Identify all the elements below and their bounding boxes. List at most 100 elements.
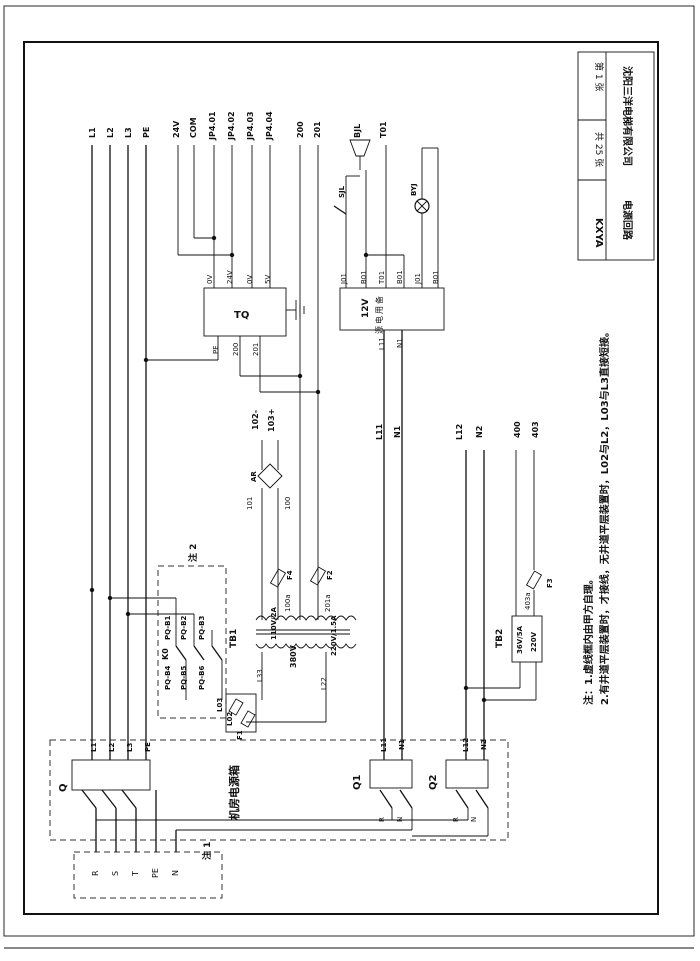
- em-top-b01c: B01: [432, 270, 440, 284]
- note-mark-1: 注 1: [201, 842, 213, 860]
- emergency-char-4: 源: [375, 326, 384, 334]
- fuse-f2: F2: [326, 570, 334, 580]
- src-t: T: [131, 871, 140, 877]
- title-block: KXYA 共 25 张 第 1 张 电源回路 沈阳三洋电梯有限公司: [577, 51, 655, 261]
- term-com: COM: [189, 117, 198, 138]
- emergency-power-box: 12V 备 用 电 源 J01 B01 T01 B01 J01 B01 L11 …: [339, 270, 445, 350]
- term-t01: T01: [379, 121, 388, 138]
- tb2-label: TB2: [495, 629, 505, 648]
- cabinet-label: 机房电源箱: [227, 765, 241, 820]
- tq-top-0v-a: 0V: [206, 275, 214, 284]
- term-n1: N1: [393, 425, 402, 438]
- relay-k0: K0: [161, 648, 170, 660]
- relay-b5: PQ-B5: [180, 666, 188, 690]
- em-top-j01b: J01: [414, 273, 422, 285]
- q1-label: Q1: [352, 774, 363, 790]
- term-l2: L2: [106, 127, 115, 138]
- tb1-label: TB1: [229, 629, 239, 648]
- outer-border: [3, 5, 695, 937]
- title-drawing-name: 电源回路: [621, 200, 634, 241]
- term-400: 400: [513, 421, 522, 438]
- src-n: N: [171, 870, 180, 876]
- title-company: 沈阳三洋电梯有限公司: [621, 66, 634, 166]
- box-n2: N2: [480, 739, 488, 750]
- tq-top-5v: 5V: [264, 275, 272, 284]
- q2-r: R: [452, 817, 460, 822]
- term-n2: N2: [475, 426, 484, 438]
- fuse-f4: F4: [286, 570, 294, 580]
- fuse-f3: F3: [546, 578, 554, 588]
- relay-b1: PQ-B1: [164, 616, 172, 640]
- top-terminals: L1 L2 L3 PE 24V COM JP4.01 JP4.02 JP4.03…: [88, 111, 388, 141]
- relay-b6: PQ-B6: [198, 666, 206, 690]
- emergency-char-3: 电: [374, 316, 384, 324]
- junction-dots: [89, 235, 487, 703]
- emergency-char-2: 用: [375, 306, 384, 314]
- term-102: 102-: [251, 410, 260, 430]
- transformer-tb2: TB2 36V/5A 220V 403a F3: [466, 450, 554, 701]
- fuse-f1: F1: [236, 730, 244, 740]
- fuse-f1-group: F1 L02 L03: [216, 693, 257, 740]
- tq-module: TQ 0V 24V 0V 5V PE 200 201: [203, 270, 305, 356]
- label-l03: L03: [216, 698, 224, 712]
- tb1-term-l22: L22: [320, 677, 328, 690]
- em-top-b01a: B01: [360, 270, 368, 284]
- tq-top-24v: 24V: [226, 270, 234, 284]
- q1-n: N: [396, 817, 404, 822]
- tq-label: TQ: [234, 310, 249, 321]
- tb2-term-403a: 403a: [524, 592, 532, 610]
- byj-label: BYJ: [410, 183, 418, 196]
- tb1-primary: 380V: [289, 644, 298, 668]
- relay-area: 注 2 K0 PQ-B1 PQ-B2 PQ-B3 PQ-B4 PQ-B5 PQ-…: [110, 544, 227, 719]
- alarm-circuit: SJL BYJ: [333, 139, 439, 288]
- term-l1: L1: [88, 127, 97, 138]
- term-403: 403: [531, 421, 540, 438]
- relay-b2: PQ-B2: [180, 616, 188, 640]
- box-l2: L2: [108, 743, 116, 752]
- tq-bot-200: 200: [232, 343, 240, 356]
- tb2-primary: 220V: [530, 631, 538, 652]
- relay-b3: PQ-B3: [198, 616, 206, 640]
- box-n1: N1: [398, 739, 406, 750]
- tq-bot-201: 201: [252, 343, 260, 356]
- main-breaker-q: Q: [58, 759, 151, 809]
- sjl-label: SJL: [338, 185, 346, 198]
- inner-frame: [23, 41, 659, 915]
- breaker-q2: Q2: [428, 759, 489, 809]
- title-code: KXYA: [593, 218, 604, 248]
- src-pe: PE: [151, 868, 160, 878]
- tq-bot-pe: PE: [212, 345, 220, 354]
- term-jp4-01: JP4.01: [208, 111, 217, 141]
- ar-term-101: 101: [246, 497, 254, 510]
- rectifier-ar: AR 101 100: [246, 440, 292, 608]
- em-bot-n1: N1: [396, 338, 404, 348]
- src-r: R: [91, 870, 100, 876]
- relay-b4: PQ-B4: [164, 666, 172, 690]
- machine-room-box: [49, 739, 509, 841]
- term-jp4-04: JP4.04: [265, 111, 274, 141]
- q-label: Q: [58, 783, 69, 792]
- tb1-sec1: 110V/2A: [270, 607, 278, 640]
- tq-wiring: [146, 145, 319, 590]
- tb1-term-100a: 100a: [284, 594, 292, 612]
- note-line-2: 2.有井道平层装置时，才接线，无井道平层装置时，L02与L2，L03与L3直接短…: [598, 327, 611, 705]
- term-jp4-02: JP4.02: [227, 111, 236, 141]
- breaker-q1: Q1: [352, 759, 413, 809]
- tb1-term-201a: 201a: [324, 594, 332, 612]
- emergency-char-1: 备: [374, 296, 384, 304]
- title-sheet: 第 1 张: [593, 62, 605, 91]
- tb1-term-l33: L33: [256, 669, 264, 682]
- q2-label: Q2: [428, 774, 439, 790]
- transformer-tb1: TB1 380V 110V/2A 220V/1.5A 100a 201a L33…: [229, 540, 357, 723]
- note-line-1: 注：1.虚线框内由甲方自理。: [582, 574, 595, 705]
- box-l3: L3: [126, 743, 134, 752]
- term-l3: L3: [124, 127, 133, 138]
- box-l1: L1: [90, 743, 98, 752]
- box-l12: L12: [462, 738, 470, 752]
- source-wiring: [95, 790, 489, 852]
- term-201: 201: [313, 121, 322, 138]
- src-s: S: [111, 871, 120, 876]
- ar-term-100: 100: [284, 497, 292, 510]
- q2-n: N: [470, 817, 478, 822]
- tb1-fuses: F4 F2: [269, 566, 334, 588]
